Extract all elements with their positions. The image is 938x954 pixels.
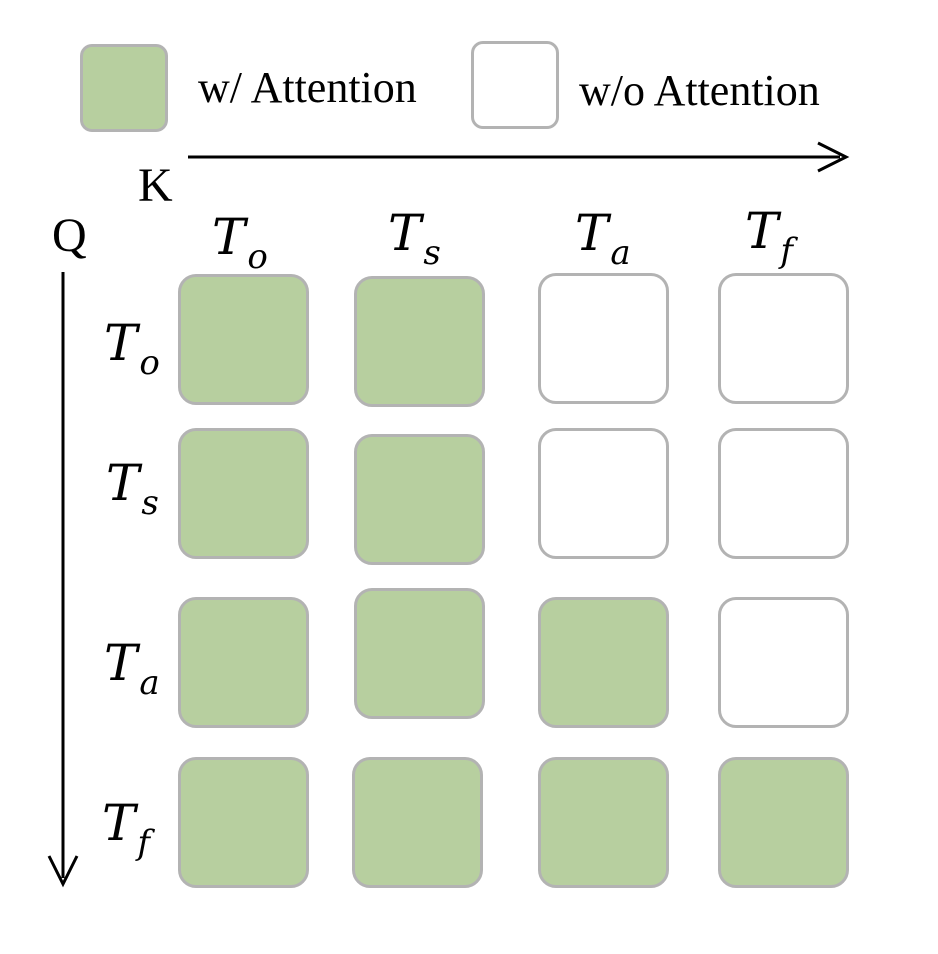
row-header-ts: Ts xyxy=(106,454,159,523)
cell-tf-to xyxy=(178,757,309,888)
cell-tf-tf xyxy=(718,757,849,888)
column-header-tf: Tf xyxy=(745,202,793,271)
cell-ts-ts xyxy=(354,434,485,565)
legend-swatch-with-attention xyxy=(80,44,168,132)
key-axis-label: K xyxy=(138,159,173,212)
cell-ta-ts xyxy=(354,588,485,719)
query-axis-label: Q xyxy=(52,209,87,262)
row-header-to: To xyxy=(104,314,160,383)
legend-label-without-attention: w/o Attention xyxy=(579,66,820,115)
column-header-ta: Ta xyxy=(575,204,631,273)
cell-ta-ta xyxy=(538,597,669,728)
cell-ts-ta xyxy=(538,428,669,559)
cell-tf-ta xyxy=(538,757,669,888)
query-axis-arrow xyxy=(47,272,79,888)
column-header-to: To xyxy=(212,208,268,277)
key-axis-arrow xyxy=(188,141,850,173)
cell-to-ts xyxy=(354,276,485,407)
legend-swatch-without-attention xyxy=(471,41,559,129)
cell-ts-tf xyxy=(718,428,849,559)
cell-ta-to xyxy=(178,597,309,728)
cell-to-ta xyxy=(538,273,669,404)
cell-ta-tf xyxy=(718,597,849,728)
row-header-tf: Tf xyxy=(102,794,150,863)
cell-ts-to xyxy=(178,428,309,559)
cell-tf-ts xyxy=(352,757,483,888)
row-header-ta: Ta xyxy=(104,634,160,703)
cell-to-tf xyxy=(718,273,849,404)
cell-to-to xyxy=(178,274,309,405)
column-header-ts: Ts xyxy=(388,204,441,273)
legend-label-with-attention: w/ Attention xyxy=(198,63,417,112)
